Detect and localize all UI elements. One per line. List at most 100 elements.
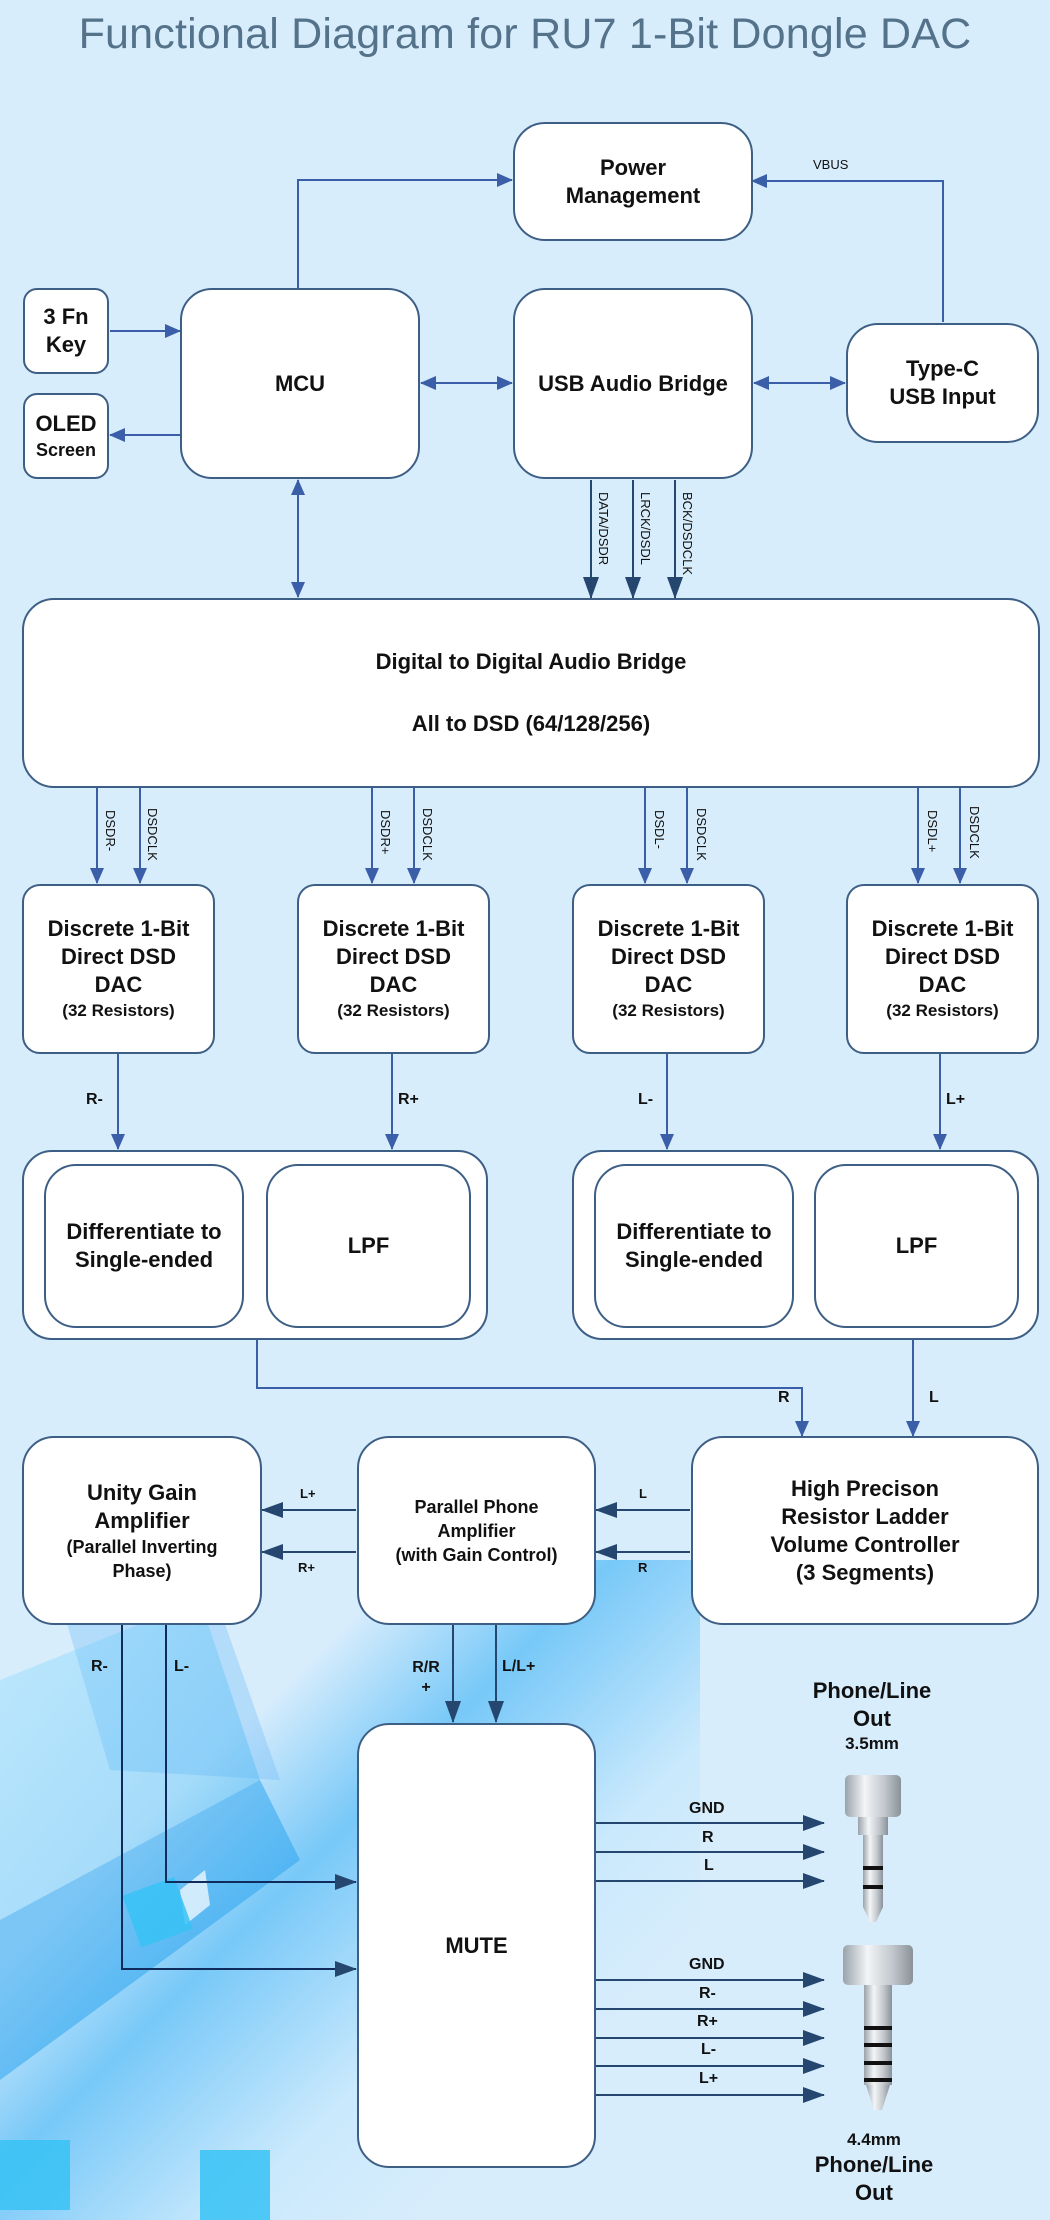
dac-block-l-minus: Discrete 1-Bit Direct DSD DAC (32 Resist… bbox=[572, 884, 765, 1054]
block-label: Differentiate to bbox=[66, 1219, 222, 1244]
signal-label: R- bbox=[86, 1091, 103, 1108]
block-label: Digital to Digital Audio Bridge bbox=[375, 649, 687, 674]
signal-label: R bbox=[638, 1560, 648, 1575]
jack-label: Out bbox=[853, 1706, 891, 1731]
block-label: Type-C bbox=[906, 356, 979, 381]
signal-label: L- bbox=[174, 1658, 190, 1675]
type-c-usb-input-block: Type-C USB Input bbox=[846, 323, 1039, 443]
signal-label: R bbox=[778, 1389, 790, 1406]
jack-3-5mm-title: Phone/Line Out 3.5mm bbox=[792, 1677, 952, 1755]
mcu-to-power-line bbox=[297, 173, 513, 290]
block-label: OLED bbox=[35, 411, 97, 436]
block-label: USB Audio Bridge bbox=[538, 370, 728, 396]
jack-label: Phone/Line bbox=[812, 1678, 932, 1703]
vbus-label: VBUS bbox=[813, 157, 849, 172]
signal-label: L bbox=[929, 1389, 939, 1406]
signal-label: L- bbox=[638, 1091, 654, 1108]
volume-controller-block: High Precison Resistor Ladder Volume Con… bbox=[691, 1436, 1039, 1625]
block-label: (32 Resistors) bbox=[612, 1001, 725, 1020]
block-label: (32 Resistors) bbox=[337, 1001, 450, 1020]
block-label: MUTE bbox=[445, 1932, 508, 1958]
signal-label: L- bbox=[701, 2041, 717, 2058]
block-label: Key bbox=[45, 332, 87, 357]
left-channel-filter-group: Differentiate to Single-ended LPF bbox=[572, 1150, 1039, 1340]
jack-label: Out bbox=[855, 2180, 893, 2205]
signal-label: L+ bbox=[699, 2070, 719, 2087]
parallel-phone-amplifier-block: Parallel Phone Amplifier (with Gain Cont… bbox=[357, 1436, 596, 1625]
fn-key-block: 3 Fn Key bbox=[23, 288, 109, 374]
digital-audio-bridge-block: Digital to Digital Audio Bridge All to D… bbox=[22, 598, 1040, 788]
dac-block-l-plus: Discrete 1-Bit Direct DSD DAC (32 Resist… bbox=[846, 884, 1039, 1054]
block-label: Management bbox=[565, 182, 701, 208]
mcu-block: MCU bbox=[180, 288, 420, 479]
lpf-block-left: LPF bbox=[814, 1164, 1019, 1328]
signal-label: L/L+ bbox=[502, 1658, 536, 1675]
block-label: High Precison bbox=[791, 1475, 939, 1501]
signal-label: DSDR+ bbox=[378, 810, 393, 855]
block-label: (32 Resistors) bbox=[62, 1001, 175, 1020]
signal-label: L bbox=[639, 1486, 647, 1501]
block-label: Amplifier bbox=[94, 1507, 190, 1533]
block-label: Discrete 1-Bit bbox=[871, 916, 1014, 941]
block-label: All to DSD (64/128/256) bbox=[411, 711, 651, 736]
signal-label: R- bbox=[699, 1985, 716, 2002]
block-label: Resistor Ladder bbox=[781, 1503, 949, 1529]
block-label: Parallel Phone bbox=[414, 1496, 539, 1517]
signal-label: L+ bbox=[300, 1486, 316, 1501]
block-label: (32 Resistors) bbox=[886, 1001, 999, 1020]
vbus-line bbox=[751, 174, 944, 322]
block-label: DAC bbox=[94, 972, 143, 997]
block-label: Screen bbox=[35, 440, 97, 460]
differentiate-block-right: Differentiate to Single-ended bbox=[44, 1164, 244, 1328]
signal-label: L+ bbox=[946, 1091, 966, 1108]
signal-label: LRCK/DSDL bbox=[638, 492, 653, 565]
signal-label: DSDCLK bbox=[145, 808, 160, 861]
block-label: Single-ended bbox=[74, 1247, 214, 1272]
right-channel-filter-group: Differentiate to Single-ended LPF bbox=[22, 1150, 488, 1340]
jack-size: 3.5mm bbox=[845, 1734, 899, 1753]
block-label: 3 Fn bbox=[43, 304, 89, 329]
block-label: Unity Gain bbox=[86, 1479, 197, 1505]
signal-label: R- bbox=[91, 1658, 108, 1675]
block-label: (Parallel Inverting bbox=[66, 1536, 218, 1557]
signal-label: DSDL- bbox=[652, 810, 667, 850]
block-label: USB Input bbox=[889, 384, 996, 409]
signal-label: GND bbox=[689, 1956, 725, 1973]
signal-label: R+ bbox=[298, 1560, 315, 1575]
dac-block-r-minus: Discrete 1-Bit Direct DSD DAC (32 Resist… bbox=[22, 884, 215, 1054]
signal-label: R bbox=[702, 1829, 714, 1846]
jack-3-5mm-icon bbox=[845, 1775, 901, 1922]
block-label: Direct DSD bbox=[885, 944, 1000, 969]
page-title: Functional Diagram for RU7 1-Bit Dongle … bbox=[78, 10, 972, 58]
block-label: Direct DSD bbox=[336, 944, 451, 969]
power-management-block: Power Management bbox=[513, 122, 753, 241]
signal-label: GND bbox=[689, 1800, 725, 1817]
block-label: DAC bbox=[918, 972, 967, 997]
oled-screen-block: OLED Screen bbox=[23, 393, 109, 479]
signal-label: DSDCLK bbox=[694, 808, 709, 861]
block-label: Discrete 1-Bit bbox=[597, 916, 740, 941]
signal-label: R+ bbox=[697, 2013, 718, 2030]
mute-block: MUTE bbox=[357, 1723, 596, 2168]
usb-audio-bridge-block: USB Audio Bridge bbox=[513, 288, 753, 479]
signal-label: R+ bbox=[398, 1091, 419, 1108]
signal-label: DSDL+ bbox=[925, 810, 940, 853]
block-label: DAC bbox=[369, 972, 418, 997]
jack-size: 4.4mm bbox=[847, 2130, 901, 2149]
signal-label: DATA/DSDR bbox=[596, 492, 611, 566]
block-label: Phase) bbox=[112, 1560, 172, 1581]
block-label: (3 Segments) bbox=[795, 1559, 935, 1585]
signal-label: DSDCLK bbox=[967, 806, 982, 859]
signal-label: DSDCLK bbox=[420, 808, 435, 861]
signal-label: L bbox=[704, 1857, 714, 1874]
jack-4-4mm-icon bbox=[843, 1945, 913, 2110]
dac-block-r-plus: Discrete 1-Bit Direct DSD DAC (32 Resist… bbox=[297, 884, 490, 1054]
lpf-block-right: LPF bbox=[266, 1164, 471, 1328]
block-label: (with Gain Control) bbox=[395, 1544, 558, 1565]
block-label: Amplifier bbox=[437, 1520, 516, 1541]
block-label: LPF bbox=[895, 1233, 938, 1258]
block-label: Power bbox=[599, 154, 667, 180]
block-label: LPF bbox=[347, 1233, 390, 1258]
signal-label: R/R+ bbox=[412, 1659, 440, 1696]
